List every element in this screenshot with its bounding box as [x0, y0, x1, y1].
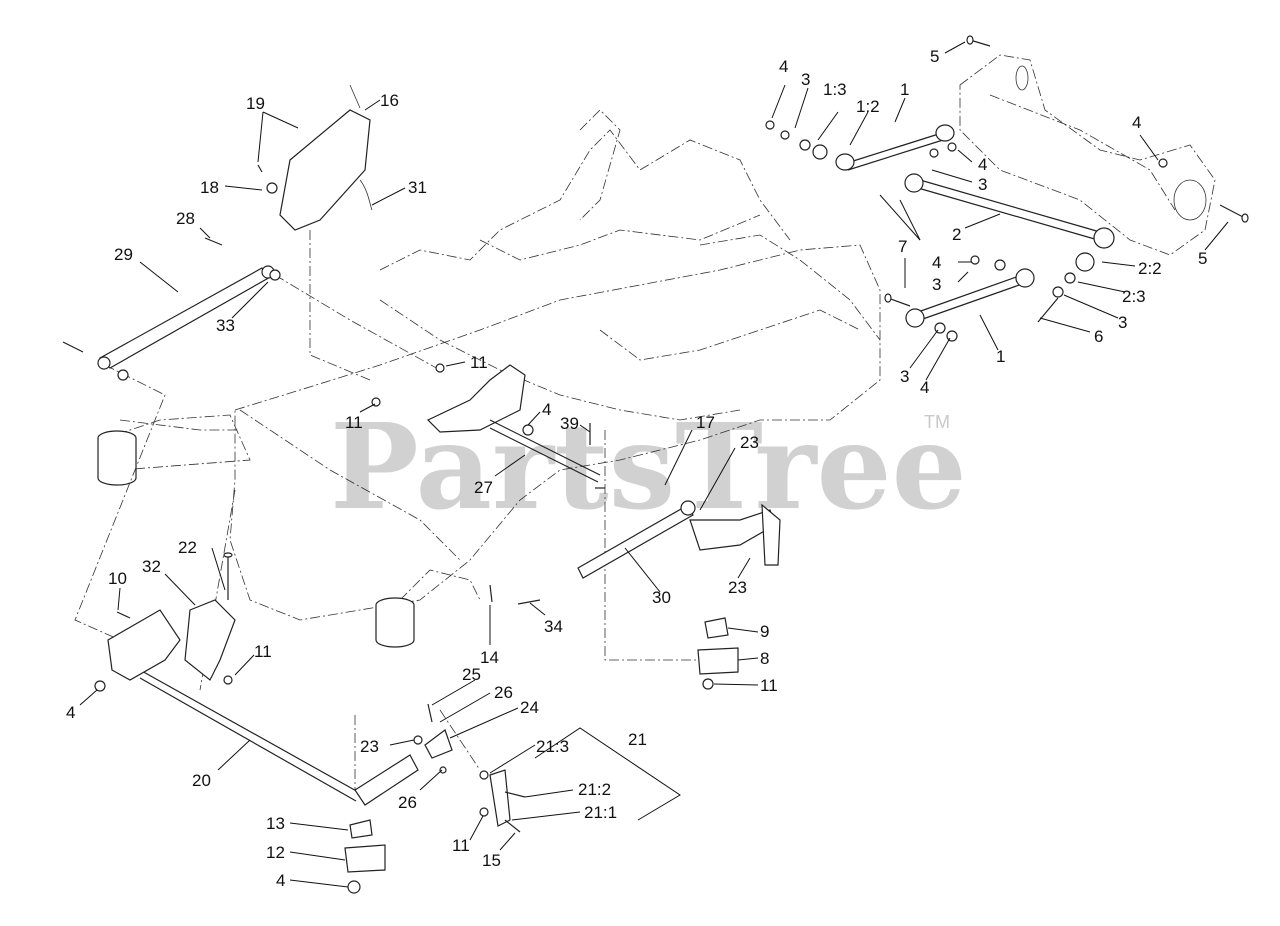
- frame-posts: [97, 430, 415, 648]
- callout-4-pedal: 4: [542, 400, 551, 419]
- callout-9: 9: [760, 622, 769, 641]
- callout-11-frame: 11: [470, 353, 488, 372]
- callout-2-3: 2:3: [1122, 287, 1146, 306]
- callout-13: 13: [266, 814, 285, 833]
- callout-29: 29: [114, 245, 133, 264]
- callout-1-upper: 1: [900, 80, 909, 99]
- callout-24: 24: [520, 698, 539, 717]
- link-chain-assembly: [413, 584, 541, 833]
- callout-3-lower-rod: 3: [932, 275, 941, 294]
- callout-12: 12: [266, 843, 285, 862]
- callout-21-1: 21:1: [584, 803, 617, 822]
- bushing-lower-left: [344, 819, 386, 894]
- callout-11-left: 11: [254, 642, 272, 661]
- callout-15: 15: [482, 851, 501, 870]
- rod-assembly-lower: [905, 259, 1035, 342]
- callout-3-bottom: 3: [900, 367, 909, 386]
- callout-4-middle: 4: [978, 155, 987, 174]
- callout-26-upper: 26: [494, 683, 513, 702]
- callout-21-3: 21:3: [536, 737, 569, 756]
- callout-11-link: 11: [452, 836, 470, 855]
- callout-1-lower: 1: [996, 347, 1005, 366]
- watermark-trademark: TM: [924, 412, 950, 432]
- callout-22: 22: [178, 538, 197, 557]
- callout-11-frame-left: 11: [345, 413, 363, 432]
- leader-lines: [79, 41, 1229, 888]
- pedal-assembly: [371, 363, 601, 483]
- callout-4-left: 4: [66, 703, 75, 722]
- callout-4-upper-left: 4: [779, 57, 788, 76]
- callout-3-middle: 3: [978, 175, 987, 194]
- callout-4-lower-rod: 4: [932, 253, 941, 272]
- callout-33: 33: [216, 316, 235, 335]
- callout-19: 19: [246, 94, 265, 113]
- callout-3-upper: 3: [801, 70, 810, 89]
- frame-outline: [99, 109, 881, 621]
- callout-39: 39: [560, 414, 579, 433]
- callout-23-spring-upper: 23: [740, 433, 759, 452]
- bolt-long: [223, 552, 233, 600]
- watermark: PartsTree TM: [330, 397, 967, 536]
- callout-31: 31: [408, 178, 427, 197]
- bolts-right: [884, 35, 1249, 323]
- callout-5-right: 5: [1198, 249, 1207, 268]
- callout-30: 30: [652, 588, 671, 607]
- callout-8: 8: [760, 649, 769, 668]
- callout-11-right: 11: [760, 676, 778, 695]
- rod-assembly-middle: [904, 173, 1115, 298]
- link-arm: [62, 237, 281, 381]
- callout-labels: 1 1:2 1:3 3 4 5 4 4 3 2 5 2:2 2:3 3 6 7 …: [66, 47, 1207, 890]
- lift-lever-bracket: [257, 84, 373, 231]
- callout-20: 20: [192, 771, 211, 790]
- callout-23-link: 23: [360, 737, 379, 756]
- callout-28: 28: [176, 209, 195, 228]
- callout-bracket-21: [534, 727, 681, 821]
- callout-2: 2: [952, 225, 961, 244]
- callout-4-lower: 4: [276, 871, 285, 890]
- spring: [577, 487, 781, 579]
- callout-4-bottom: 4: [920, 378, 929, 397]
- callout-26-lower: 26: [398, 793, 417, 812]
- callout-25: 25: [462, 665, 481, 684]
- callout-10: 10: [108, 569, 127, 588]
- callout-1-2: 1:2: [856, 97, 880, 116]
- callout-14: 14: [480, 648, 499, 667]
- callout-16: 16: [380, 91, 399, 110]
- bushing-right: [697, 617, 739, 690]
- rear-bracket: [959, 54, 1216, 256]
- callout-18: 18: [200, 178, 219, 197]
- callout-23-spring-lower: 23: [728, 578, 747, 597]
- rod-assembly-upper: [765, 120, 955, 171]
- callout-21-2: 21:2: [578, 780, 611, 799]
- callout-17: 17: [696, 413, 715, 432]
- callout-34: 34: [544, 617, 563, 636]
- cross-rod: [94, 599, 419, 806]
- callout-27: 27: [474, 478, 493, 497]
- callout-1-3: 1:3: [823, 80, 847, 99]
- callout-2-2: 2:2: [1138, 259, 1162, 278]
- callout-7: 7: [898, 237, 907, 256]
- callout-6: 6: [1094, 327, 1103, 346]
- callout-5-upper: 5: [930, 47, 939, 66]
- watermark-brand: PartsTree: [330, 397, 967, 536]
- callout-3-right: 3: [1118, 313, 1127, 332]
- callout-32: 32: [142, 557, 161, 576]
- callout-21: 21: [628, 730, 647, 749]
- callout-4-bracket: 4: [1132, 113, 1141, 132]
